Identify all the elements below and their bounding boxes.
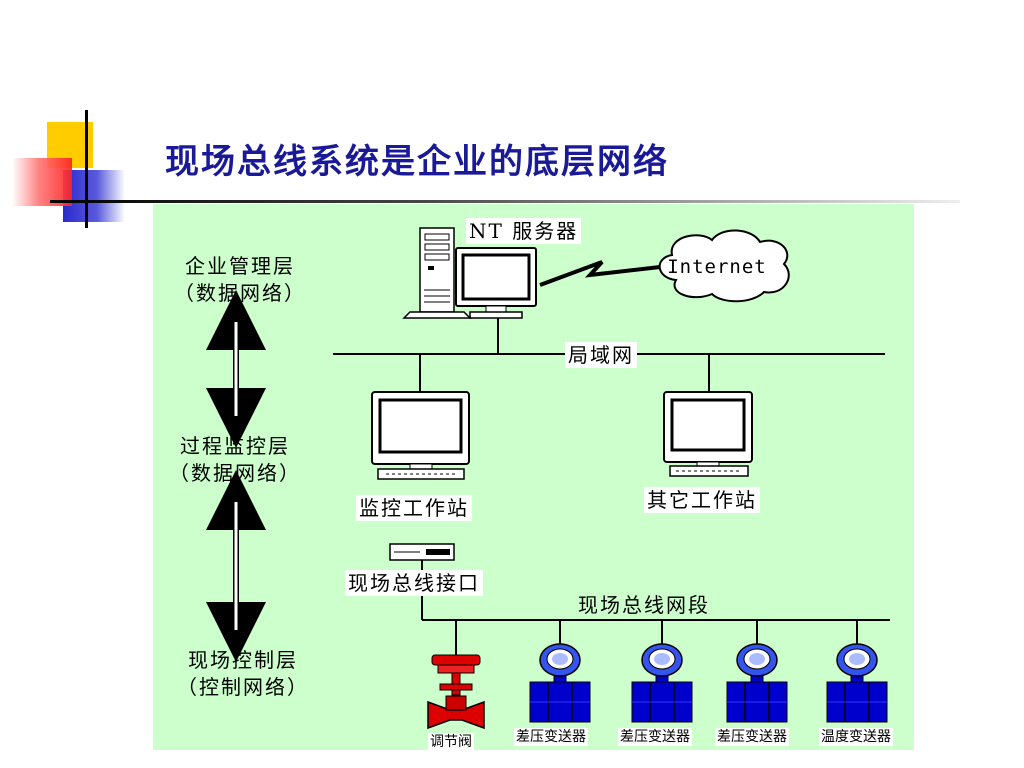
internet-cloud-icon <box>658 229 790 303</box>
device-label-dp-3: 差压变送器 <box>715 728 789 746</box>
transmitter-icon-1 <box>529 643 591 723</box>
server-tower-icon <box>402 227 472 319</box>
other-station-label: 其它工作站 <box>644 487 760 513</box>
layer-enterprise: 企业管理层 （数据网络） <box>165 253 315 307</box>
layer-field: 现场控制层 （控制网络） <box>168 647 318 701</box>
fieldbus-segment-label: 现场总线网段 <box>578 593 710 617</box>
internet-label: Internet <box>667 256 767 278</box>
server-label: NT 服务器 <box>466 218 582 244</box>
transmitter-icon-4 <box>826 643 888 723</box>
transmitter-icon-3 <box>726 643 788 723</box>
device-label-dp-2: 差压变送器 <box>618 728 692 746</box>
device-label-temp: 温度变送器 <box>819 728 893 746</box>
monitor-station-label: 监控工作站 <box>356 495 472 521</box>
layer-enterprise-name: 企业管理层 <box>185 254 295 278</box>
deco-red-square <box>12 158 72 206</box>
device-label-dp-1: 差压变送器 <box>514 728 588 746</box>
internet-link <box>539 260 661 287</box>
deco-horizontal-line <box>50 200 960 203</box>
corner-decoration <box>0 0 960 240</box>
server-monitor-icon <box>455 247 537 319</box>
slide-title: 现场总线系统是企业的底层网络 <box>165 142 669 182</box>
layer-process-sub: （数据网络） <box>169 461 301 485</box>
layer-field-sub: （控制网络） <box>177 675 309 699</box>
device-label-valve: 调节阀 <box>428 733 474 751</box>
deco-blue-square <box>63 170 125 222</box>
fieldbus-interface-label: 现场总线接口 <box>345 570 483 596</box>
layer-enterprise-sub: （数据网络） <box>174 281 306 305</box>
layer-process-name: 过程监控层 <box>180 434 290 458</box>
layer-field-name: 现场控制层 <box>188 648 298 672</box>
valve-icon <box>427 654 485 730</box>
monitor-station-icon <box>371 391 470 480</box>
lan-label: 局域网 <box>565 342 637 368</box>
other-station-icon <box>663 391 753 477</box>
fieldbus-interface-icon <box>389 543 455 561</box>
layer-process: 过程监控层 （数据网络） <box>160 433 310 487</box>
transmitter-icon-2 <box>631 643 693 723</box>
deco-vertical-line <box>85 110 88 228</box>
